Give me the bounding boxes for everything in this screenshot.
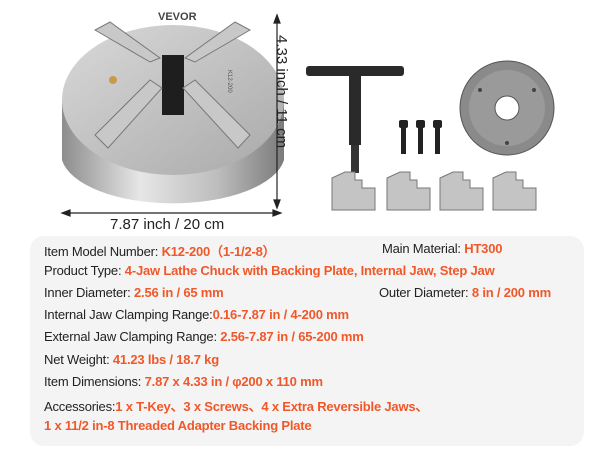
screws-image <box>399 120 442 154</box>
t-key-image <box>306 66 404 173</box>
spec-model: Item Model Number: K12-200（1-1/2-8） <box>44 244 276 259</box>
extra-jaws-image <box>331 171 537 211</box>
spec-inner-diameter: Inner Diameter: 2.56 in / 65 mm <box>44 285 224 300</box>
height-dimension-label: 4.33 inch / 11 cm <box>273 35 290 149</box>
chuck-marking: K12-200 <box>226 70 232 93</box>
brand-logo: VEVOR <box>158 11 197 23</box>
chuck-image: VEVOR K12-200 <box>62 11 284 204</box>
dimension-arrows <box>60 13 283 217</box>
width-dimension-label: 7.87 inch / 20 cm <box>110 216 225 233</box>
spec-outer-diameter: Outer Diameter: 8 in / 200 mm <box>379 285 551 300</box>
product-illustration: VEVOR K12-200 <box>60 11 555 217</box>
spec-internal-range: Internal Jaw Clamping Range:0.16-7.87 in… <box>44 307 349 322</box>
spec-accessories-cont: 1 x 11/2 in-8 Threaded Adapter Backing P… <box>44 418 312 433</box>
spec-accessories: Accessories:1 x T-Key、3 x Screws、4 x Ext… <box>44 399 429 414</box>
spec-product-type: Product Type: 4-Jaw Lathe Chuck with Bac… <box>44 263 495 278</box>
spec-external-range: External Jaw Clamping Range: 2.56-7.87 i… <box>44 329 364 344</box>
spec-net-weight: Net Weight: 41.23 lbs / 18.7 kg <box>44 352 219 367</box>
spec-item-dimensions: Item Dimensions: 7.87 x 4.33 in / φ200 x… <box>44 374 323 389</box>
spec-material: Main Material: HT300 <box>382 241 503 256</box>
specs-panel <box>30 236 584 446</box>
backing-plate-image <box>459 60 555 156</box>
